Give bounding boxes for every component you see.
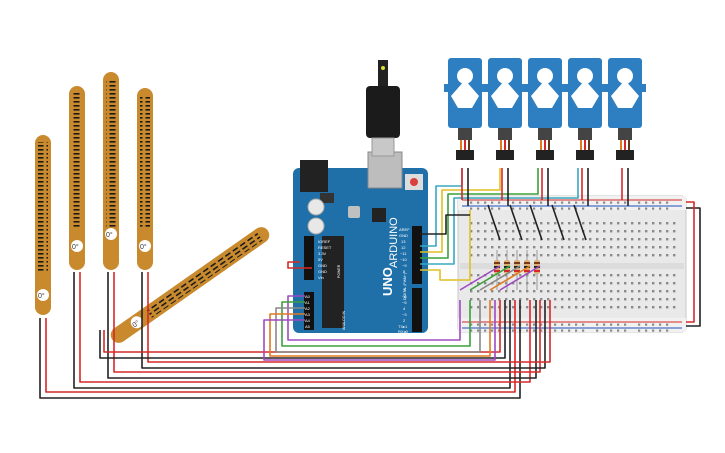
analog-header-label: ANALOG IN — [342, 310, 346, 330]
pin-label-d5: ~5 — [402, 300, 407, 305]
pin-label-5v: 5V — [318, 257, 323, 262]
arduino-uno-board: ARDUINO UNO IOREF RESET 3.3V 5V GND GND … — [293, 151, 428, 334]
pin-label-d2: 2 — [403, 318, 406, 323]
servo-2 — [484, 58, 526, 160]
pin-label-d1: TX▸1 — [398, 324, 408, 329]
servo-4 — [564, 58, 606, 160]
servo-5 — [604, 58, 646, 160]
pin-label-a1: A1 — [305, 300, 311, 305]
breadboard — [457, 195, 687, 333]
pin-label-gnd1: GND — [318, 263, 327, 268]
pin-label-a4: A4 — [305, 318, 311, 323]
pin-label-a0: A0 — [305, 294, 311, 299]
servo-3 — [524, 58, 566, 160]
servos — [444, 58, 646, 160]
pin-label-d8: 8 — [403, 269, 406, 274]
pin-label-a3: A3 — [305, 312, 311, 317]
flex-sensor-1-angle: 0° — [38, 292, 45, 300]
pin-label-aref: AREF — [399, 227, 410, 232]
usb-cable — [366, 60, 400, 157]
pin-label-d6: ~6 — [402, 294, 407, 299]
uno-model-text: UNO — [380, 267, 395, 296]
pin-label-a2: A2 — [305, 306, 311, 311]
pin-label-reset: RESET — [318, 245, 332, 250]
pin-label-d12: 12 — [401, 245, 406, 250]
flex-sensor-2: 0° — [69, 86, 85, 270]
pin-label-d13: 13 — [401, 239, 406, 244]
pin-label-d3: ~3 — [402, 312, 407, 317]
arduino-logo-text: ARDUINO — [388, 217, 400, 268]
flex-sensor-4: 0° — [137, 88, 153, 270]
flex-sensor-4-angle: 0° — [140, 243, 147, 251]
pin-label-gnd2: GND — [318, 269, 327, 274]
pin-label-ioref: IOREF — [318, 239, 331, 244]
pin-label-3v3: 3.3V — [318, 251, 327, 256]
flex-sensors: 0° 0° 0° 0° 0° — [35, 72, 270, 343]
usb-port — [367, 151, 403, 189]
pin-label-d7: 7 — [403, 288, 406, 293]
wires — [39, 168, 701, 399]
flex-sensor-5: 0° — [110, 227, 270, 343]
pin-label-gnd3: GND — [399, 233, 408, 238]
flex-sensor-2-angle: 0° — [72, 243, 79, 251]
flex-sensor-1: 0° — [35, 135, 51, 315]
breadboard-holes — [470, 201, 676, 332]
pin-label-d0: RX◂0 — [398, 329, 409, 334]
atmega-chip — [322, 236, 344, 328]
power-jack — [300, 160, 328, 192]
pin-label-vin: Vin — [318, 275, 324, 280]
pin-label-d11: ~11 — [400, 251, 407, 256]
digital-header-label: DIGITAL (PWM~) — [403, 273, 407, 300]
power-header-label: POWER — [337, 264, 341, 278]
pin-label-d9: ~9 — [402, 263, 407, 268]
flex-sensor-3-angle: 0° — [106, 231, 113, 239]
servo-1 — [444, 58, 486, 160]
flex-sensor-3: 0° — [103, 72, 119, 270]
pin-label-d10: ~10 — [400, 257, 408, 262]
pin-label-d4: 4 — [403, 306, 406, 311]
flex-sensor-5-angle: 0° — [131, 319, 141, 330]
pin-label-a5: A5 — [305, 324, 311, 329]
